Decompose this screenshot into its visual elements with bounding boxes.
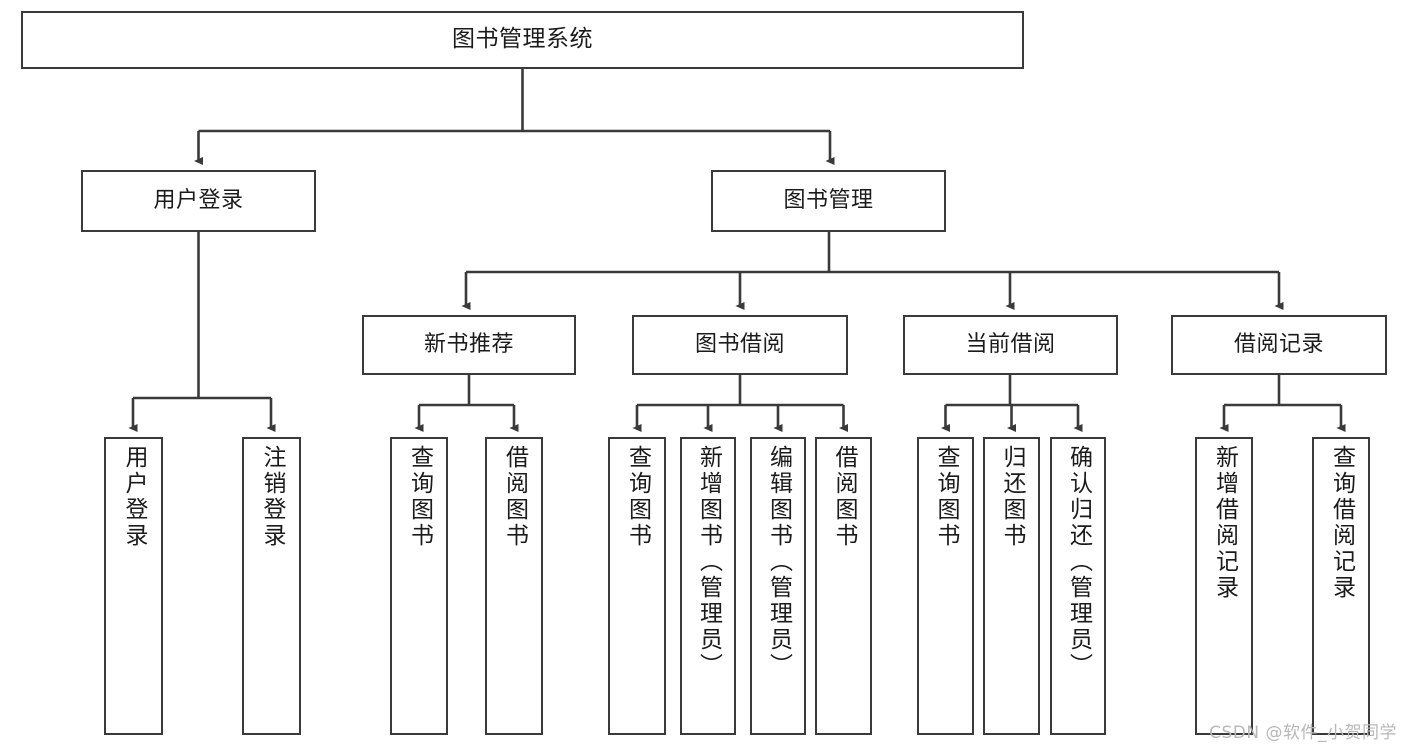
node-leaf-query-book-3[interactable]: 查询图书 <box>917 437 974 735</box>
node-leaf-query-book-1-label: 查询图书 <box>406 445 433 549</box>
node-leaf-add-record-label: 新增借阅记录 <box>1211 445 1238 601</box>
node-leaf-edit-book-label: 编辑图书（管理员） <box>765 445 792 679</box>
node-current-borrow-label: 当前借阅 <box>965 332 1056 358</box>
node-book-manage[interactable]: 图书管理 <box>711 170 946 232</box>
node-leaf-borrow-book-2-label: 借阅图书 <box>831 445 857 549</box>
node-leaf-query-book-2-label: 查询图书 <box>624 445 651 549</box>
node-leaf-logout[interactable]: 注销登录 <box>242 437 301 735</box>
node-leaf-confirm-return-label: 确认归还（管理员） <box>1065 445 1092 679</box>
node-leaf-return-book-label: 归还图书 <box>999 445 1025 549</box>
node-current-borrow[interactable]: 当前借阅 <box>903 315 1118 375</box>
node-leaf-add-book-label: 新增图书（管理员） <box>695 445 722 679</box>
node-book-borrow[interactable]: 图书借阅 <box>632 315 848 375</box>
node-root-label: 图书管理系统 <box>452 26 593 53</box>
node-leaf-confirm-return[interactable]: 确认归还（管理员） <box>1050 437 1106 735</box>
node-leaf-query-book-3-label: 查询图书 <box>933 445 959 549</box>
node-book-manage-label: 图书管理 <box>783 188 874 214</box>
node-leaf-add-book[interactable]: 新增图书（管理员） <box>680 437 736 735</box>
node-leaf-query-record-label: 查询借阅记录 <box>1328 445 1355 601</box>
node-leaf-add-record[interactable]: 新增借阅记录 <box>1195 437 1253 735</box>
node-leaf-user-login[interactable]: 用户登录 <box>104 437 163 735</box>
node-leaf-logout-label: 注销登录 <box>259 445 285 549</box>
node-leaf-query-book-2[interactable]: 查询图书 <box>608 437 666 735</box>
node-user-login-label: 用户登录 <box>153 188 244 214</box>
node-borrow-record-label: 借阅记录 <box>1233 332 1324 358</box>
node-new-book-rec[interactable]: 新书推荐 <box>362 315 576 375</box>
node-root[interactable]: 图书管理系统 <box>21 11 1024 69</box>
node-book-borrow-label: 图书借阅 <box>694 332 785 358</box>
node-borrow-record[interactable]: 借阅记录 <box>1171 315 1387 375</box>
node-leaf-user-login-label: 用户登录 <box>121 445 147 549</box>
node-leaf-edit-book[interactable]: 编辑图书（管理员） <box>750 437 806 735</box>
node-leaf-query-record[interactable]: 查询借阅记录 <box>1312 437 1370 735</box>
node-new-book-rec-label: 新书推荐 <box>423 332 514 358</box>
node-leaf-borrow-book-2[interactable]: 借阅图书 <box>815 437 872 735</box>
node-leaf-query-book-1[interactable]: 查询图书 <box>390 437 448 735</box>
node-user-login[interactable]: 用户登录 <box>81 170 316 232</box>
node-leaf-return-book[interactable]: 归还图书 <box>983 437 1040 735</box>
node-leaf-borrow-book-1[interactable]: 借阅图书 <box>485 437 543 735</box>
node-leaf-borrow-book-1-label: 借阅图书 <box>501 445 528 549</box>
